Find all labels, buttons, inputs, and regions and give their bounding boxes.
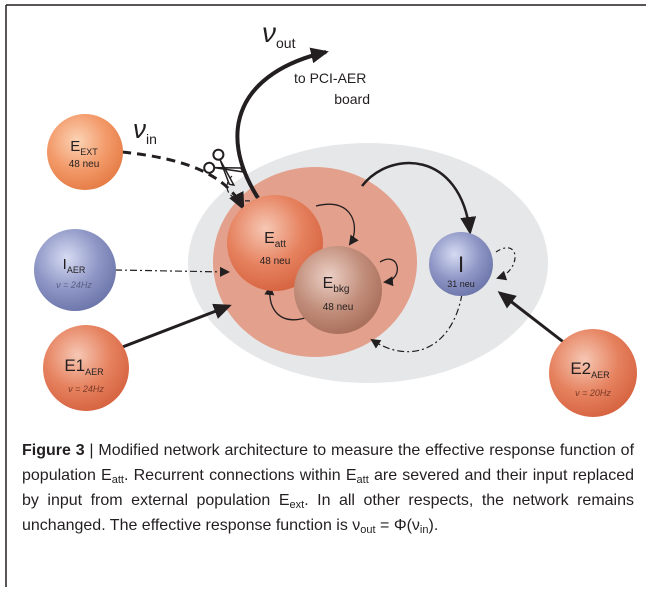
caption-sub-3: ext xyxy=(289,499,305,511)
node-e2-aer-rate: ν = 20Hz xyxy=(575,388,611,398)
caption-text-5: = Φ(ν xyxy=(375,517,420,534)
node-e-ext-count: 48 neu xyxy=(69,159,100,170)
node-e-bkg: Ebkg 48 neu xyxy=(294,246,382,334)
caption-sub-1: att xyxy=(111,474,124,486)
node-e2-aer: E2AER ν = 20Hz xyxy=(549,329,637,417)
e1-aer-to-e-att-arrow xyxy=(111,303,232,353)
node-e2-aer-name: E2 xyxy=(570,359,591,378)
svg-text:IAER: IAER xyxy=(63,256,86,275)
node-e-att-name: E xyxy=(264,230,275,247)
node-e-bkg-sub: bkg xyxy=(333,284,349,295)
node-e-att: Eatt 48 neu xyxy=(227,195,323,291)
node-i-aer-rate: ν = 24Hz xyxy=(56,280,92,290)
caption-separator: | xyxy=(84,442,99,459)
svg-text:E1AER: E1AER xyxy=(64,356,104,377)
node-e1-aer-rate: ν = 24Hz xyxy=(68,384,104,394)
e2-aer-to-i-arrow xyxy=(497,291,567,346)
node-e-ext-sub: EXT xyxy=(80,147,98,157)
e-att-self-loop-arrow xyxy=(315,203,359,246)
node-e-ext: EEXT 48 neu xyxy=(47,114,123,190)
caption-sub-5: in xyxy=(419,524,429,536)
caption-text-6: ). xyxy=(428,517,439,534)
i-self-loop-arrow xyxy=(495,247,516,281)
node-e-att-count: 48 neu xyxy=(260,256,291,267)
node-e-bkg-count: 48 neu xyxy=(323,302,354,313)
node-i-aer-sub: AER xyxy=(67,265,86,275)
v-in-sub: in xyxy=(146,131,157,147)
v-out-sub: out xyxy=(276,35,296,51)
figure-caption: Figure 3 | Modified network architecture… xyxy=(22,438,634,538)
node-i-count: 31 neu xyxy=(447,279,475,289)
caption-text-2: . Recurrent connections within E xyxy=(123,467,357,484)
node-i-name: I xyxy=(458,252,464,277)
node-e-att-sub: att xyxy=(275,239,286,250)
caption-text-4: . In all other respects, the network rem… xyxy=(22,492,634,534)
v-out-label: νout xyxy=(262,17,296,51)
e-att-to-i-arrow xyxy=(361,161,477,235)
caption-sub-4: out xyxy=(360,524,376,536)
node-i-aer: IAER ν = 24Hz xyxy=(34,229,116,311)
e-bkg-self-loop-arrow xyxy=(379,258,398,287)
node-i: I 31 neu xyxy=(429,232,493,296)
e-ext-to-e-att-dashed-arrow xyxy=(121,150,245,211)
caption-sub-2: att xyxy=(356,474,369,486)
caption-text-3: are severed and their input replaced by … xyxy=(22,467,634,509)
svg-text:E2AER: E2AER xyxy=(570,359,610,380)
v-in-label: νin xyxy=(133,114,157,147)
caption-text-1: Modified network architecture to measure… xyxy=(22,442,635,484)
svg-text:EEXT: EEXT xyxy=(70,138,98,157)
board-label-line1: to PCI-AER xyxy=(294,70,366,86)
node-e1-aer: E1AER ν = 24Hz xyxy=(43,325,129,411)
e-bkg-to-e-att-arrow xyxy=(264,285,306,321)
node-e-bkg-name: E xyxy=(323,275,334,292)
v-in-symbol: ν xyxy=(133,114,146,144)
node-e-ext-name: E xyxy=(70,138,80,155)
board-label-line2: board xyxy=(334,91,370,107)
v-out-symbol: ν xyxy=(262,17,276,48)
svg-text:Ebkg: Ebkg xyxy=(323,275,350,295)
node-e1-aer-name: E1 xyxy=(64,356,85,375)
i-aer-to-e-att-arrow xyxy=(114,266,230,277)
i-to-e-att-inhibitory-arrow xyxy=(370,293,463,353)
scissors-icon xyxy=(203,148,245,186)
node-e2-aer-sub: AER xyxy=(591,370,610,380)
svg-text:Eatt: Eatt xyxy=(264,230,286,250)
node-i-aer-name: I xyxy=(63,256,67,273)
caption-figure-label: Figure 3 xyxy=(22,442,85,459)
node-e1-aer-sub: AER xyxy=(85,367,104,377)
v-out-arrow xyxy=(235,47,329,200)
